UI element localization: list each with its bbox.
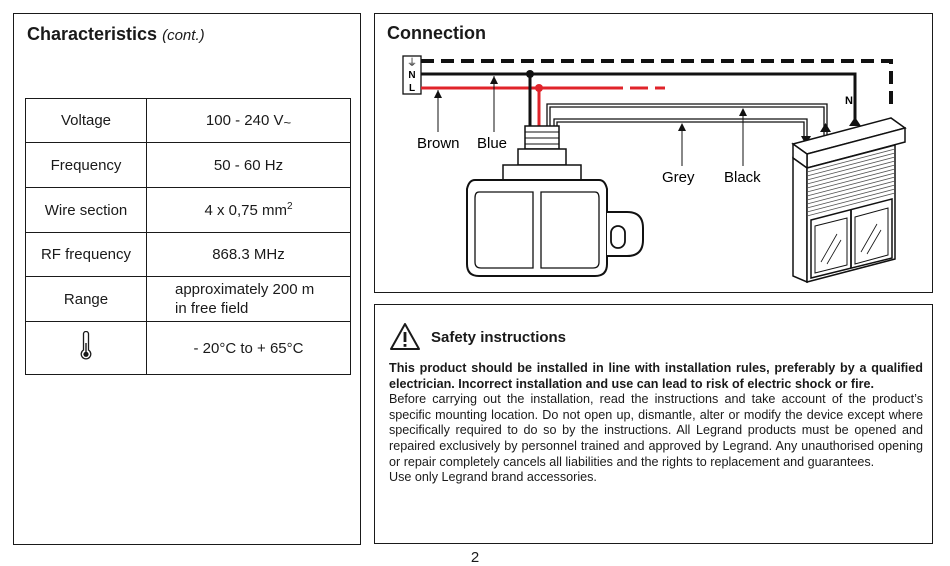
characteristics-title-suffix: (cont.) bbox=[162, 27, 205, 44]
black-pointer-arrow-icon bbox=[739, 108, 747, 116]
rf-frequency-value: 868.3 MHz bbox=[146, 232, 351, 277]
grey-wire-inner bbox=[556, 121, 805, 139]
arrow-up-black-icon bbox=[820, 123, 831, 132]
range-value-line2: in free field bbox=[175, 300, 249, 317]
black-label: Black bbox=[724, 169, 761, 186]
range-label: Range bbox=[25, 276, 147, 322]
safety-text: This product should be installed in line… bbox=[389, 361, 923, 486]
black-wire bbox=[546, 103, 828, 139]
table-row: Range approximately 200 m in free field bbox=[25, 276, 351, 322]
live-junction bbox=[535, 84, 543, 92]
earth-terminal-label: ⏚ bbox=[407, 57, 417, 69]
table-row: Wire section 4 x 0,75 mm2 bbox=[25, 187, 351, 233]
wire-section-value: 4 x 0,75 mm2 bbox=[146, 187, 351, 233]
neutral-junction bbox=[526, 70, 534, 78]
safety-title: Safety instructions bbox=[431, 328, 567, 346]
characteristics-title-text: Characteristics bbox=[27, 24, 158, 44]
wire-section-label: Wire section bbox=[25, 187, 147, 233]
characteristics-panel: Characteristics (cont.) Voltage 100 - 24… bbox=[13, 13, 361, 545]
live-terminal-label: L bbox=[409, 83, 415, 94]
temperature-value: - 20°C to + 65°C bbox=[146, 321, 351, 375]
safety-instructions-paragraph: Before carrying out the installation, re… bbox=[389, 392, 923, 469]
page-number: 2 bbox=[470, 549, 480, 566]
voltage-label: Voltage bbox=[25, 98, 147, 143]
brown-pointer-arrow-icon bbox=[434, 90, 442, 98]
connection-panel: Connection ⏚ N L N bbox=[374, 13, 933, 293]
black-wire-inner bbox=[549, 106, 825, 139]
superscript-2: 2 bbox=[286, 201, 293, 212]
earth-wire bbox=[421, 59, 893, 106]
ac-symbol: ~ bbox=[283, 114, 292, 130]
temperature-label bbox=[25, 321, 147, 375]
safety-warning-paragraph: This product should be installed in line… bbox=[389, 361, 923, 391]
table-row: RF frequency 868.3 MHz bbox=[25, 232, 351, 277]
receiver-device bbox=[466, 125, 644, 277]
characteristics-title: Characteristics (cont.) bbox=[27, 24, 205, 45]
arrow-up-neutral-icon bbox=[849, 117, 861, 126]
safety-panel: Safety instructions This product should … bbox=[374, 304, 933, 544]
grey-label: Grey bbox=[662, 169, 695, 186]
frequency-label: Frequency bbox=[25, 142, 147, 188]
thermometer-icon bbox=[80, 330, 92, 360]
safety-accessories-line: Use only Legrand brand accessories. bbox=[389, 470, 597, 485]
neutral-wire-label: N bbox=[845, 95, 853, 107]
range-value: approximately 200 m in free field bbox=[146, 276, 351, 322]
voltage-value: 100 - 240 V~ bbox=[146, 98, 351, 143]
blue-label: Blue bbox=[477, 135, 507, 152]
warning-triangle-icon bbox=[390, 323, 420, 350]
table-row: Voltage 100 - 240 V~ bbox=[25, 98, 351, 143]
table-row: Frequency 50 - 60 Hz bbox=[25, 142, 351, 188]
range-value-line1: approximately 200 m bbox=[175, 281, 315, 298]
grey-pointer-arrow-icon bbox=[678, 123, 686, 131]
blue-pointer-arrow-icon bbox=[490, 76, 498, 84]
table-row: - 20°C to + 65°C bbox=[25, 321, 351, 375]
connection-diagram: ⏚ N L N Brown Blue Grey bbox=[402, 55, 907, 284]
safety-header: Safety instructions bbox=[389, 321, 566, 353]
neutral-wire bbox=[421, 72, 857, 126]
neutral-terminal-label: N bbox=[408, 70, 415, 81]
rf-frequency-label: RF frequency bbox=[25, 232, 147, 277]
frequency-value: 50 - 60 Hz bbox=[146, 142, 351, 188]
rolling-shutter-window bbox=[791, 117, 907, 284]
characteristics-table: Voltage 100 - 240 V~ Frequency 50 - 60 H… bbox=[25, 98, 351, 375]
brown-label: Brown bbox=[417, 135, 460, 152]
grey-wire bbox=[553, 118, 808, 139]
connection-title: Connection bbox=[387, 23, 486, 43]
